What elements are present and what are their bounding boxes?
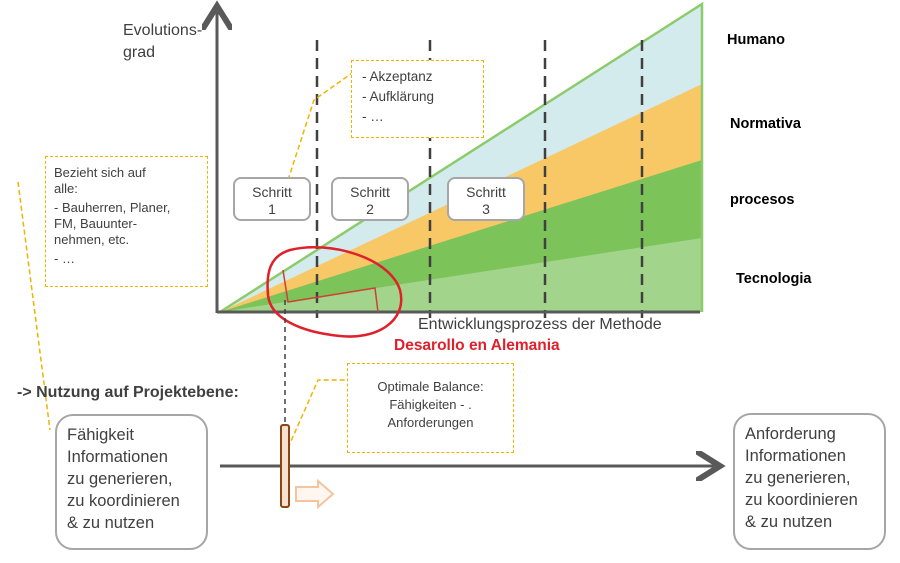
note-scope-line-4: FM, Bauunter-	[54, 216, 138, 231]
requirement-line-1: Anforderung	[745, 425, 836, 443]
y-axis-label: Evolutions- grad	[123, 20, 202, 64]
note-balance-line-2: Fähigkeiten - .	[389, 397, 472, 412]
capability-line-5: & zu nutzen	[67, 514, 155, 532]
subtitle-red: Desarollo en Alemania	[394, 337, 560, 354]
step-box-3: Schritt 3	[447, 177, 525, 221]
note-balance: Optimale Balance: Fähigkeiten - . Anford…	[347, 363, 514, 453]
step-2-label: Schritt	[350, 184, 390, 200]
step-box-2: Schritt 2	[331, 177, 409, 221]
y-axis-label-line-2: grad	[123, 44, 156, 61]
note-scope-line-3: - Bauherren, Planer,	[54, 200, 171, 215]
step-1-number: 1	[268, 201, 276, 217]
connector-balance	[287, 379, 348, 449]
note-acceptance-line-2: - Aufklärung	[362, 89, 435, 104]
step-2-number: 2	[366, 201, 374, 217]
connector-acceptance	[287, 72, 353, 181]
requirement-box: Anforderung Informationen zu generieren,…	[733, 413, 886, 550]
step-3-number: 3	[482, 201, 490, 217]
note-scope: Bezieht sich auf alle: - Bauherren, Plan…	[45, 156, 208, 287]
note-acceptance-line-3: - …	[362, 109, 384, 124]
requirement-line-5: & zu nutzen	[745, 513, 833, 531]
note-scope-line-5: nehmen, etc.	[54, 232, 130, 247]
direction-arrow-icon	[295, 478, 335, 510]
capability-line-4: zu koordinieren	[67, 492, 180, 510]
note-scope-line-2: alle:	[54, 181, 78, 196]
requirement-line-3: zu generieren,	[745, 469, 851, 487]
x-axis-label: Entwicklungsprozess der Methode	[418, 316, 662, 333]
connector-scope	[17, 181, 51, 431]
step-1-label: Schritt	[252, 184, 292, 200]
highlight-circle	[266, 246, 403, 338]
layer-label-procesos: procesos	[730, 192, 795, 208]
layer-label-humano: Humano	[727, 32, 785, 48]
note-acceptance: - Akzeptanz - Aufklärung - …	[351, 60, 484, 138]
capability-box: Fähigkeit Informationen zu generieren, z…	[55, 414, 208, 550]
requirement-line-2: Informationen	[745, 447, 846, 465]
step-box-1: Schritt 1	[233, 177, 311, 221]
highlight-trend-line	[282, 269, 379, 313]
y-axis-label-line-1: Evolutions-	[123, 22, 203, 39]
requirement-line-4: zu koordinieren	[745, 491, 858, 509]
layer-label-normativa: Normativa	[730, 116, 801, 132]
capability-line-3: zu generieren,	[67, 470, 173, 488]
step-3-label: Schritt	[466, 184, 506, 200]
layer-label-tecnologia: Tecnologia	[736, 271, 812, 287]
note-balance-line-3: Anforderungen	[387, 415, 474, 430]
project-level-label: -> Nutzung auf Projektebene:	[17, 384, 239, 401]
note-scope-line-6: - …	[54, 251, 75, 266]
note-balance-line-1: Optimale Balance:	[377, 379, 484, 394]
note-acceptance-line-1: - Akzeptanz	[362, 69, 433, 84]
capability-line-2: Informationen	[67, 448, 168, 466]
note-scope-line-1: Bezieht sich auf	[54, 165, 146, 180]
capability-line-1: Fähigkeit	[67, 426, 134, 444]
balance-bar	[280, 424, 290, 508]
